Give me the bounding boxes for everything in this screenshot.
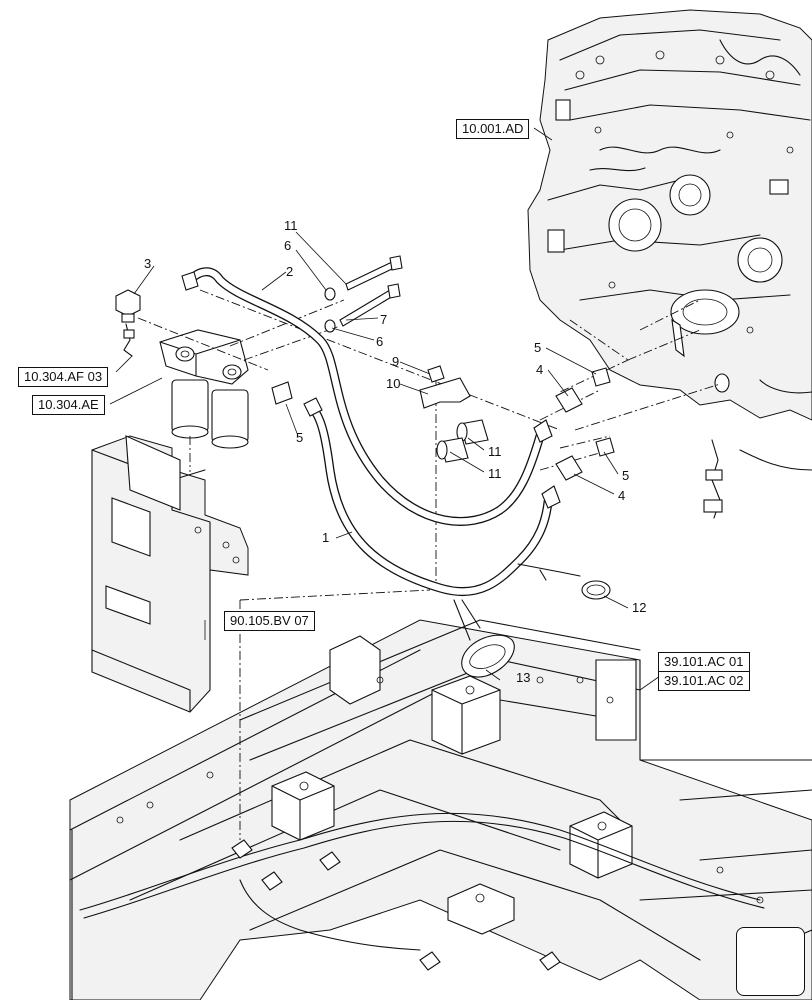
- item-number-3: 3: [144, 256, 151, 271]
- ref-box-frame-2[interactable]: 39.101.AC 02: [659, 671, 749, 690]
- clamp-part-10: [419, 377, 471, 409]
- ref-box-filter-support[interactable]: 90.105.BV 07: [224, 611, 315, 631]
- ref-box-frame: 39.101.AC 01 39.101.AC 02: [658, 652, 750, 691]
- hose-part-2: [185, 267, 545, 526]
- item-number-5: 5: [534, 340, 541, 355]
- item-number-13: 13: [516, 670, 530, 685]
- washer-part-6: [324, 287, 336, 301]
- hose-fitting: [181, 271, 199, 291]
- sleeve-part-11: [436, 419, 489, 463]
- item-number-6: 6: [284, 238, 291, 253]
- filter-support-bracket: [91, 435, 249, 713]
- filter-assembly: [159, 329, 249, 449]
- sensor-part-3: [115, 289, 141, 357]
- engine-assembly: [527, 9, 812, 519]
- washer-part-6: [324, 319, 336, 333]
- item-number-8: 11: [284, 218, 298, 233]
- item-number-2: 2: [286, 264, 293, 279]
- item-number-labels: 11 6 2 3 7 6 9 10 11 11 5 4 5 4 5 1 12 1…: [144, 218, 646, 685]
- grommet-part-12-inner: [586, 584, 606, 596]
- section-line: [453, 599, 471, 641]
- adapter-part-5: [271, 367, 615, 457]
- ref-box-frame-1[interactable]: 39.101.AC 01: [664, 654, 744, 669]
- item-number-12: 12: [632, 600, 646, 615]
- navigation-arrow-button[interactable]: [736, 927, 805, 996]
- grommet-part-12: [581, 580, 611, 600]
- item-number-5b: 5: [622, 468, 629, 483]
- item-number-11b: 11: [488, 466, 502, 481]
- adapter-part-4: [555, 387, 583, 481]
- item-number-11: 11: [488, 444, 502, 459]
- item-number-4: 4: [536, 362, 543, 377]
- hose-part-1: [309, 405, 553, 597]
- leader-lines: [109, 127, 661, 691]
- hose-fitting: [541, 485, 561, 509]
- item-number-4b: 4: [618, 488, 625, 503]
- item-number-9: 9: [392, 354, 399, 369]
- section-line: [461, 599, 481, 629]
- item-number-5c: 5: [296, 430, 303, 445]
- machine-frame: [69, 619, 812, 1000]
- grommet-part-13: [461, 634, 515, 678]
- screw-part-9: [427, 365, 445, 383]
- item-number-6b: 6: [376, 334, 383, 349]
- hose-fitting: [533, 419, 553, 443]
- item-number-7: 7: [380, 312, 387, 327]
- bolt-part-8: [345, 255, 403, 291]
- ref-box-filter-assembly[interactable]: 10.304.AE: [32, 395, 105, 415]
- section-line: [517, 563, 581, 577]
- item-number-1: 1: [322, 530, 329, 545]
- ref-box-filter-bracket-sensor[interactable]: 10.304.AF 03: [18, 367, 109, 387]
- hose-fitting: [303, 397, 323, 417]
- bolt-part-7: [339, 283, 401, 327]
- item-number-10: 10: [386, 376, 400, 391]
- section-line: [539, 569, 547, 581]
- ref-box-engine[interactable]: 10.001.AD: [456, 119, 530, 139]
